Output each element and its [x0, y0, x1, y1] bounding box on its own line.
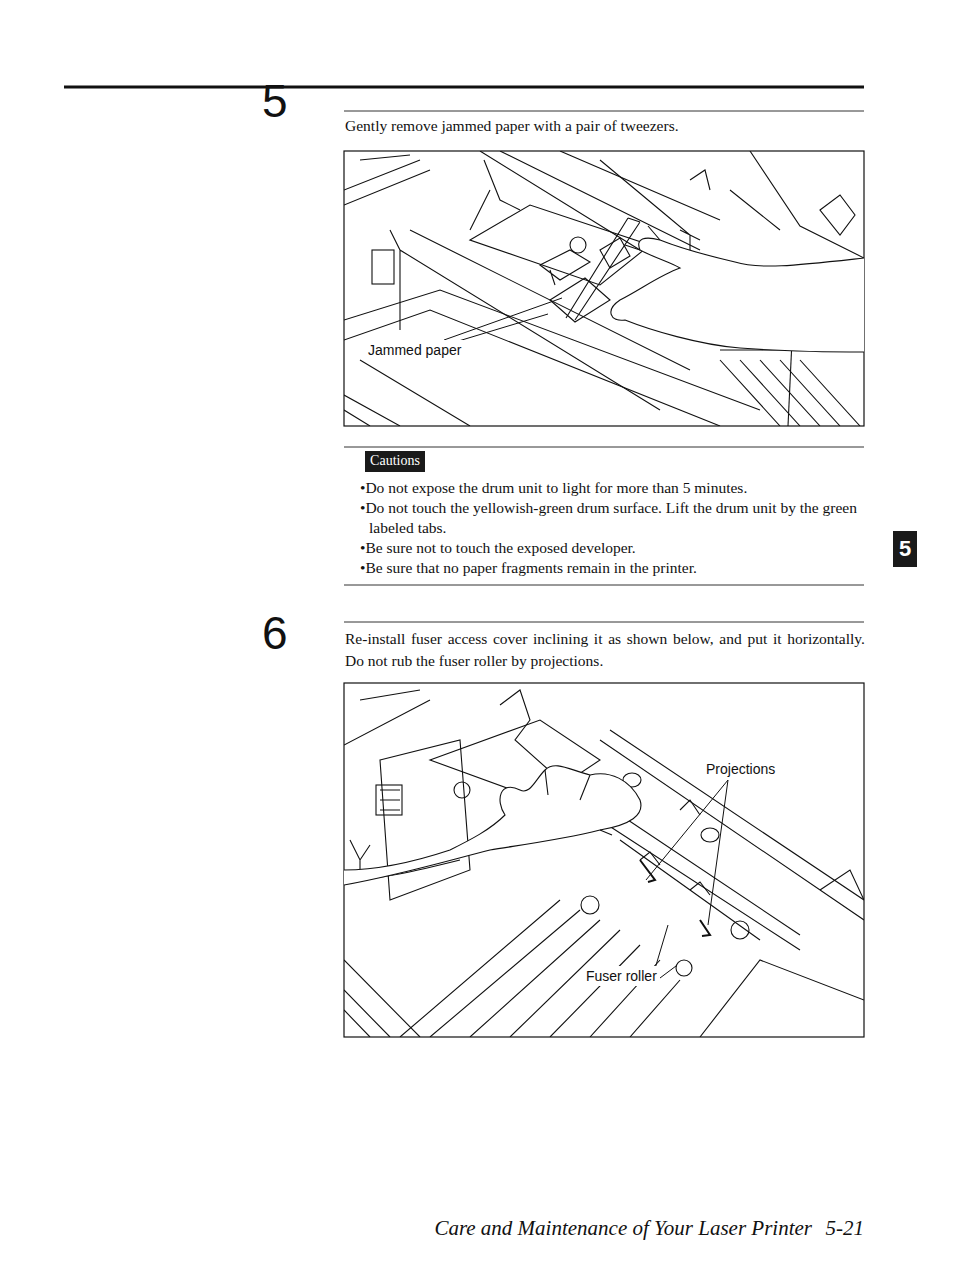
leader-line: [646, 780, 728, 925]
top-rule: [64, 86, 864, 89]
callout-label: Jammed paper: [366, 340, 463, 360]
figure-frame: [344, 683, 864, 1037]
caution-item: •Do not expose the drum unit to light fo…: [360, 478, 860, 498]
node-text: 5: [899, 536, 911, 562]
caution-item: •Be sure that no paper fragments remain …: [360, 558, 860, 578]
callout-label: Fuser roller: [584, 966, 659, 986]
step-number: 6: [262, 610, 288, 656]
figure-frame: [344, 151, 864, 426]
caution-item: •Be sure not to touch the exposed develo…: [360, 538, 860, 558]
step-text: Re-install fuser access cover inclining …: [345, 628, 865, 672]
rule: [344, 585, 864, 586]
rule: [344, 111, 864, 112]
leader-line: [442, 298, 562, 346]
chapter-tab: 5: [893, 531, 917, 567]
rule: [344, 622, 864, 623]
printer-illustration: [344, 151, 864, 426]
footer-title: Care and Maintenance of Your Laser Print…: [434, 1218, 812, 1238]
node-text: Cautions: [370, 453, 420, 470]
rule: [344, 447, 864, 448]
caution-item: •Do not touch the yellowish-green drum s…: [360, 498, 860, 538]
cautions-badge: Cautions: [365, 451, 425, 472]
callout-label: Projections: [704, 759, 777, 779]
page-number: 5-21: [826, 1218, 865, 1238]
step-text: Gently remove jammed paper with a pair o…: [345, 116, 865, 136]
fuser-illustration: [344, 690, 864, 1037]
step-number: 5: [262, 78, 288, 124]
